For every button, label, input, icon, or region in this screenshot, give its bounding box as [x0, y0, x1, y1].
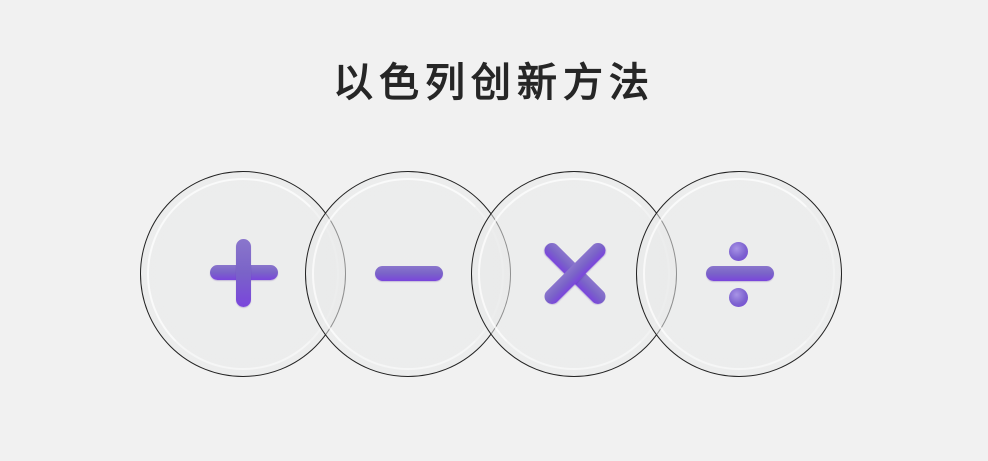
divide-icon	[637, 172, 841, 376]
divide-circle	[636, 171, 842, 377]
page-title: 以色列创新方法	[333, 60, 655, 106]
